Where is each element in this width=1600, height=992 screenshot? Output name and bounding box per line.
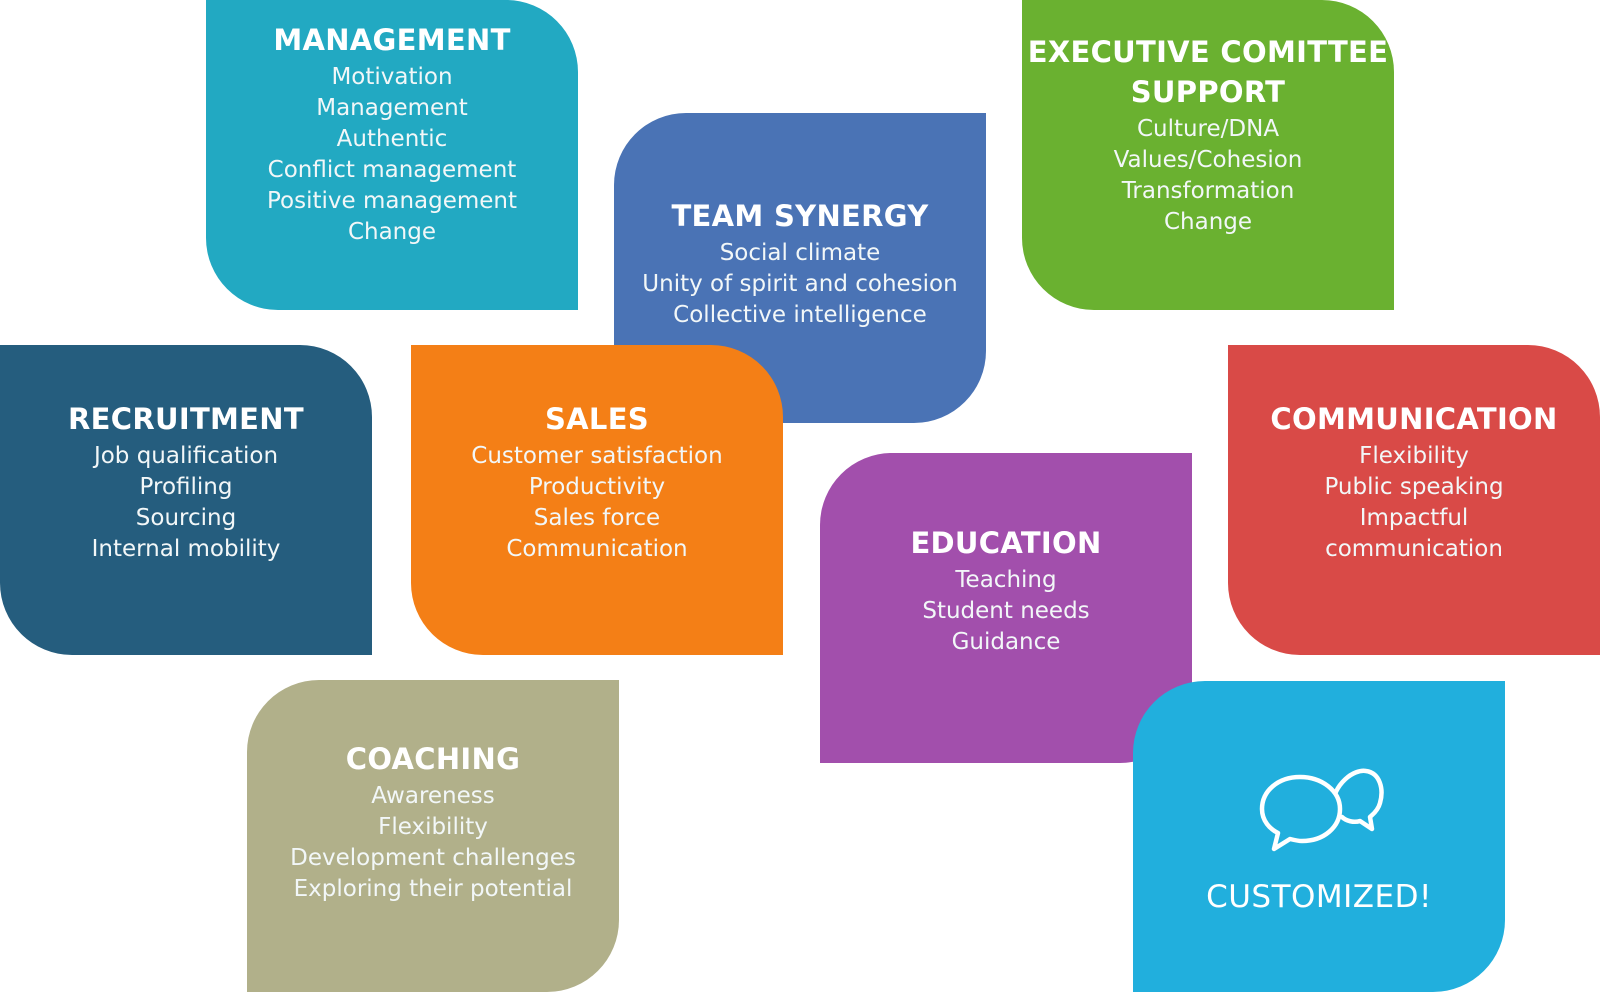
tile-item: Transformation bbox=[1121, 178, 1295, 204]
executive-committee-tile: EXECUTIVE COMITTEE SUPPORT Culture/DNA V… bbox=[1022, 0, 1394, 310]
tile-item: Public speaking bbox=[1324, 474, 1504, 500]
tile-items: Motivation Management Authentic Conflict… bbox=[267, 62, 517, 248]
tile-items: Flexibility Public speaking Impactful co… bbox=[1324, 441, 1503, 565]
tile-title: EDUCATION bbox=[910, 525, 1102, 560]
tile-item: Communication bbox=[506, 536, 688, 562]
tile-item: Guidance bbox=[951, 628, 1061, 655]
tile-title: COMMUNICATION bbox=[1270, 402, 1558, 436]
tile-item: Change bbox=[347, 219, 437, 245]
tile-title: EXECUTIVE COMITTEE SUPPORT bbox=[1027, 35, 1389, 109]
coaching-tile: COACHING Awareness Flexibility Developme… bbox=[247, 680, 619, 992]
tile-title: TEAM SYNERGY bbox=[671, 198, 929, 233]
tile-title: SALES bbox=[544, 402, 649, 436]
tile-item: Productivity bbox=[528, 474, 666, 500]
tile-item: Teaching bbox=[955, 566, 1057, 593]
recruitment-tile: RECRUITMENT Job qualification Profiling … bbox=[0, 345, 372, 655]
customized-tile: CUSTOMIZED! bbox=[1133, 681, 1505, 992]
tile-item: Change bbox=[1163, 209, 1253, 235]
customized-label: CUSTOMIZED! bbox=[1206, 878, 1432, 915]
tile-item: Culture/DNA bbox=[1136, 116, 1280, 142]
tile-item: Student needs bbox=[922, 597, 1090, 624]
tile-item: Internal mobility bbox=[91, 536, 281, 562]
tile-item: Flexibility bbox=[378, 814, 488, 840]
tile-item: Social climate bbox=[719, 239, 881, 266]
tile-item: Collective intelligence bbox=[673, 301, 927, 328]
tile-item: Exploring their potential bbox=[293, 876, 573, 902]
tile-item: Profiling bbox=[139, 474, 233, 500]
tile-item: Authentic bbox=[336, 126, 448, 152]
tile-item: Positive management bbox=[266, 188, 518, 214]
tile-item: Sales force bbox=[533, 505, 661, 531]
tile-item: communication bbox=[1325, 536, 1503, 562]
tile-items: Culture/DNA Values/Cohesion Transformati… bbox=[1114, 114, 1303, 238]
speech-bubbles-icon bbox=[1259, 768, 1384, 851]
tile-items: Social climate Unity of spirit and cohes… bbox=[642, 238, 957, 331]
tile-item: Values/Cohesion bbox=[1113, 147, 1303, 173]
tile-item: Job qualification bbox=[93, 443, 279, 469]
tile-item: Sourcing bbox=[135, 505, 237, 531]
tile-item: Management bbox=[316, 95, 468, 121]
tile-title: RECRUITMENT bbox=[68, 402, 304, 436]
tile-item: Conflict management bbox=[267, 157, 517, 183]
tile-item: Development challenges bbox=[290, 845, 576, 871]
tile-item: Awareness bbox=[371, 783, 495, 809]
tile-item: Motivation bbox=[331, 64, 453, 90]
tile-items: Job qualification Profiling Sourcing Int… bbox=[92, 441, 281, 565]
tile-title: MANAGEMENT bbox=[273, 23, 511, 57]
tile-items: Customer satisfaction Productivity Sales… bbox=[471, 441, 722, 565]
tile-items: Teaching Student needs Guidance bbox=[922, 565, 1089, 658]
tile-item: Unity of spirit and cohesion bbox=[642, 270, 958, 297]
tile-item: Impactful bbox=[1359, 505, 1469, 531]
sales-tile: SALES Customer satisfaction Productivity… bbox=[411, 345, 783, 655]
tile-item: Customer satisfaction bbox=[471, 443, 723, 469]
communication-tile: COMMUNICATION Flexibility Public speakin… bbox=[1228, 345, 1600, 655]
tile-items: Awareness Flexibility Development challe… bbox=[290, 781, 576, 905]
education-tile: EDUCATION Teaching Student needs Guidanc… bbox=[820, 453, 1192, 763]
management-tile: MANAGEMENT Motivation Management Authent… bbox=[206, 0, 578, 310]
tile-item: Flexibility bbox=[1359, 443, 1469, 469]
tile-title: COACHING bbox=[345, 742, 521, 776]
